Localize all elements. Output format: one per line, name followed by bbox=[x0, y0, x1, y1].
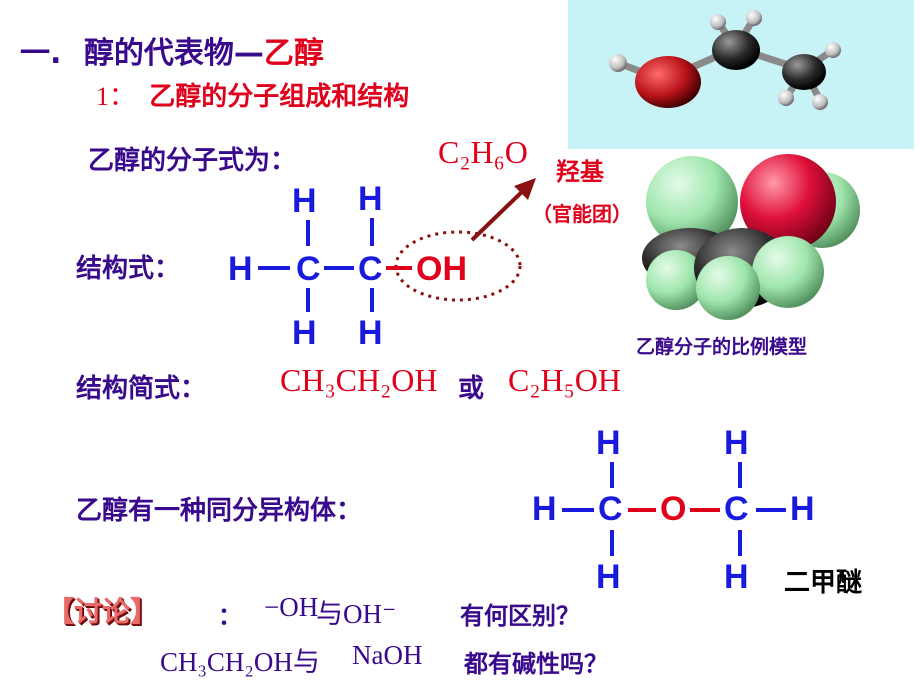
molecular-formula-value: C₂H₆O bbox=[438, 134, 528, 170]
ether-bond-h-c1 bbox=[562, 508, 594, 512]
discussion-q2-mid: NaOH bbox=[352, 640, 423, 670]
molecular-formula-label: 乙醇的分子式为： bbox=[88, 146, 297, 176]
section-subtitle: 1： 乙醇的分子组成和结构 bbox=[96, 76, 409, 113]
isomer-name: 二甲醚 bbox=[784, 568, 863, 598]
atom-oh: OH bbox=[416, 250, 467, 288]
ball-and-stick-model bbox=[568, 0, 914, 149]
ether-bond-c1-h-top bbox=[610, 462, 614, 488]
functional-group-note: （官能团） bbox=[532, 202, 632, 226]
discussion-tag: 【讨论】 bbox=[46, 595, 159, 628]
ether-o: O bbox=[660, 490, 687, 528]
ether-bond-c2-h bbox=[756, 508, 786, 512]
molecular-formula: C₂H₆O bbox=[438, 134, 528, 171]
ether-h-top-1: H bbox=[596, 424, 621, 462]
subtitle-index: 1： bbox=[96, 82, 136, 111]
condensed-formula-2: C₂H₅OH bbox=[508, 362, 621, 398]
ether-h-left: H bbox=[532, 490, 557, 528]
discussion-colon: ： bbox=[218, 602, 242, 630]
functional-group-name: 羟基 bbox=[556, 158, 604, 186]
bond-c2-h-bottom bbox=[370, 288, 374, 312]
atom-h-top-2: H bbox=[358, 180, 383, 218]
ether-bond-c2-h-top bbox=[738, 462, 742, 488]
structural-formula-label: 结构式： bbox=[76, 254, 181, 284]
ether-h-right: H bbox=[790, 490, 815, 528]
subtitle-text: 乙醇的分子组成和结构 bbox=[149, 82, 410, 112]
page-title: 一. 醇的代表物—乙醇 bbox=[20, 28, 324, 72]
discussion-q1-part1: −OH bbox=[264, 592, 319, 622]
ether-c-2: C bbox=[724, 490, 749, 528]
ether-bond-c1-h-bottom bbox=[610, 530, 614, 556]
title-number: 一. bbox=[20, 36, 62, 71]
atom-c-1: C bbox=[296, 250, 321, 288]
title-prefix: 醇的代表物— bbox=[83, 36, 264, 71]
atom-h-bottom-2: H bbox=[358, 314, 383, 352]
bond-c2-o bbox=[386, 266, 412, 270]
bond-c1-h-top bbox=[306, 220, 310, 246]
ether-h-bottom-1: H bbox=[596, 558, 621, 596]
bond-c1-c2 bbox=[324, 266, 354, 270]
ether-h-bottom-2: H bbox=[724, 558, 749, 596]
ether-bond-c2-h-bottom bbox=[738, 530, 742, 556]
discussion-q1-mid: 与OH⁻ bbox=[316, 599, 397, 629]
ball-and-stick-illustration bbox=[609, 10, 841, 110]
discussion-q1-part2: 有何区别？ bbox=[460, 602, 580, 630]
atom-h-bottom-1: H bbox=[292, 314, 317, 352]
title-name: 乙醇 bbox=[263, 36, 324, 71]
ether-bond-c1-o bbox=[628, 508, 656, 512]
bond-c1-h-bottom bbox=[306, 288, 310, 312]
condensed-connector: 或 bbox=[458, 374, 485, 404]
atom-c-2: C bbox=[358, 250, 383, 288]
space-filling-caption: 乙醇分子的比例模型 bbox=[636, 336, 808, 358]
bond-c2-h-top bbox=[370, 218, 374, 246]
condensed-formula-1: CH₃CH₂OH bbox=[280, 362, 438, 398]
hydroxyl-arrow bbox=[394, 178, 536, 302]
discussion-q2-part2: 都有碱性吗？ bbox=[464, 650, 608, 678]
discussion-q2-part1: CH₃CH₂OH与 bbox=[160, 647, 320, 677]
atom-h-left: H bbox=[228, 250, 253, 288]
condensed-formula-label: 结构简式： bbox=[76, 374, 207, 404]
ether-bond-o-c2 bbox=[690, 508, 720, 512]
bond-h-c1 bbox=[258, 266, 290, 270]
ether-c-1: C bbox=[598, 490, 623, 528]
ether-h-top-2: H bbox=[724, 424, 749, 462]
atom-h-top-1: H bbox=[292, 182, 317, 220]
space-filling-model bbox=[642, 154, 860, 320]
isomer-label: 乙醇有一种同分异构体： bbox=[76, 496, 363, 526]
